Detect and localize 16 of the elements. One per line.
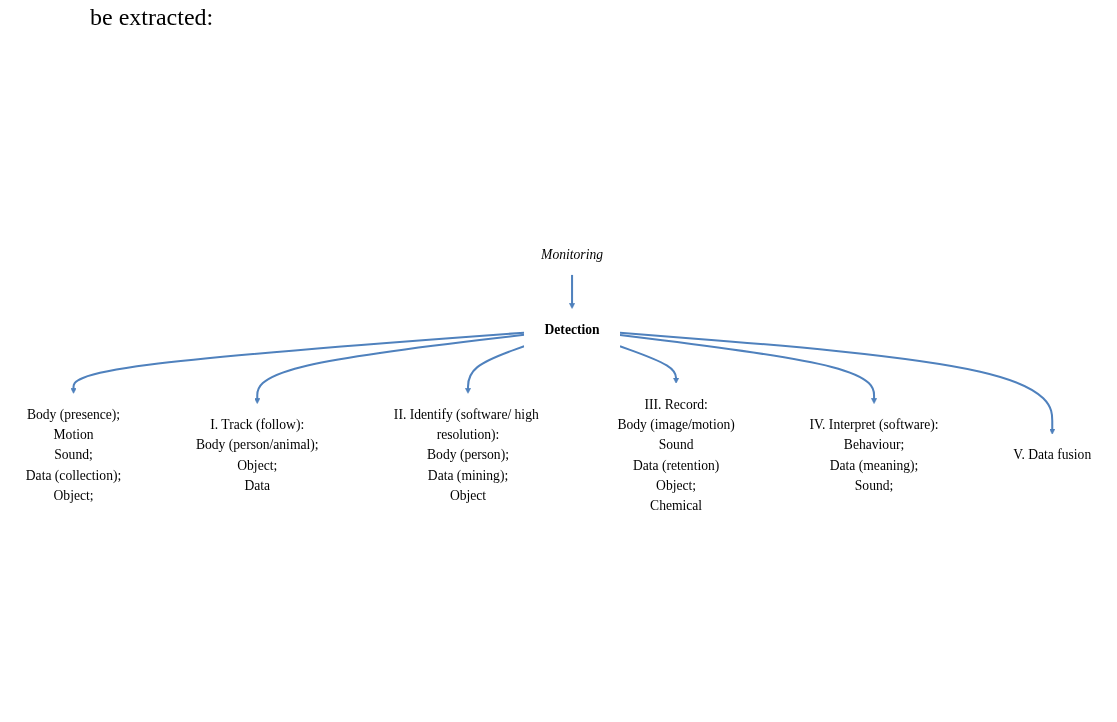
arrow [569,274,576,309]
node-text: IV. Interpret (software): Behaviour; Data (meaning); Sound; [809,416,939,493]
node-text: I. Track (follow): Body (person/animal); Object; Data [195,416,319,493]
arrow [619,331,1056,435]
arrow [254,333,525,405]
node-text: III. Record: Body (image/motion) Sound Data (retention) Object; Chemical [617,396,735,514]
arrow [619,333,878,405]
node-text: Detection [544,321,600,337]
arrow [619,345,680,384]
note-text: be extracted: [90,4,214,31]
node-text: II. Identify (software/ high resolution): Body (person); Data (mining); Object [393,406,539,503]
arrow [465,345,525,394]
node-text: V. Data fusion [1013,447,1092,463]
arrow [70,331,525,394]
node-text: Body (presence); Motion Sound; Data (collection); Object; [25,406,122,503]
node-text: Monitoring [541,246,603,262]
